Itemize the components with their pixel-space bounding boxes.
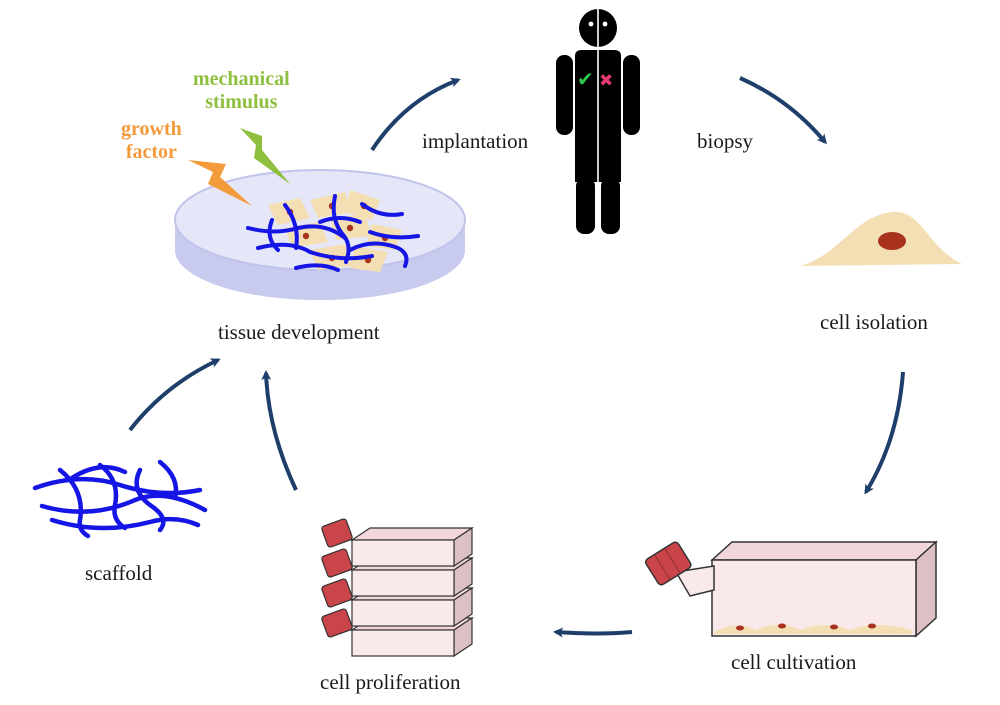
arrow-to-implantation [370, 77, 461, 152]
check-icon: ✔ [577, 67, 594, 91]
arrow-proliferation-to-tissue [261, 370, 298, 491]
label-implantation: implantation [422, 129, 529, 153]
label-scaffold: scaffold [85, 561, 153, 585]
label-cell-proliferation: cell proliferation [320, 670, 461, 694]
arrow-cultivation-to-proliferation [553, 627, 633, 638]
growth-factor-bolt-icon [188, 160, 252, 206]
arrow-isolation-to-cultivation [864, 371, 905, 495]
label-biopsy: biopsy [697, 129, 754, 153]
mechanical-stimulus-bolt-icon [240, 128, 290, 184]
arrow-scaffold-to-tissue [128, 358, 221, 432]
arrow-biopsy-to-isolation [739, 76, 827, 145]
label-tissue-development: tissue development [218, 320, 380, 344]
label-mechanical-stimulus-line1: mechanical [193, 68, 290, 90]
label-growth-factor-line2: factor [125, 141, 177, 163]
label-cell-cultivation: cell cultivation [731, 650, 857, 674]
petri-dish [174, 128, 466, 300]
scaffold-mesh [32, 459, 208, 539]
label-cell-isolation: cell isolation [820, 310, 928, 334]
tissue-fibers [246, 194, 420, 272]
cross-icon: ✖ [599, 71, 613, 91]
label-mechanical-stimulus: mechanical stimulus [193, 68, 290, 114]
culture-flask [644, 540, 938, 638]
patient-figure: ✔ ✖ [556, 6, 640, 234]
label-mechanical-stimulus-line2: stimulus [205, 91, 278, 113]
isolated-cell [800, 211, 962, 266]
label-growth-factor-line1: growth [121, 118, 182, 140]
label-growth-factor: growth factor [121, 118, 182, 164]
stacked-flasks [321, 518, 474, 658]
